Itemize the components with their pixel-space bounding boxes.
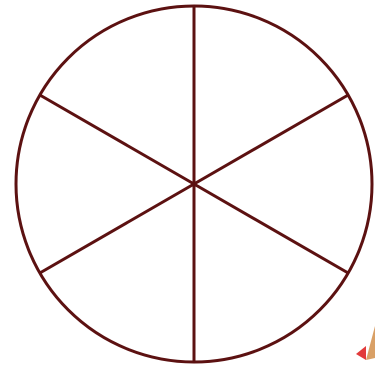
- sector-divider-line: [40, 95, 194, 184]
- sector-divider-line: [40, 184, 194, 273]
- sector-dividers: [40, 6, 348, 362]
- pencil-icon[interactable]: [356, 326, 375, 360]
- pencil-body: [366, 326, 375, 360]
- pencil-tip: [356, 346, 366, 360]
- sector-divider-line: [194, 95, 348, 184]
- sector-divider-line: [194, 184, 348, 273]
